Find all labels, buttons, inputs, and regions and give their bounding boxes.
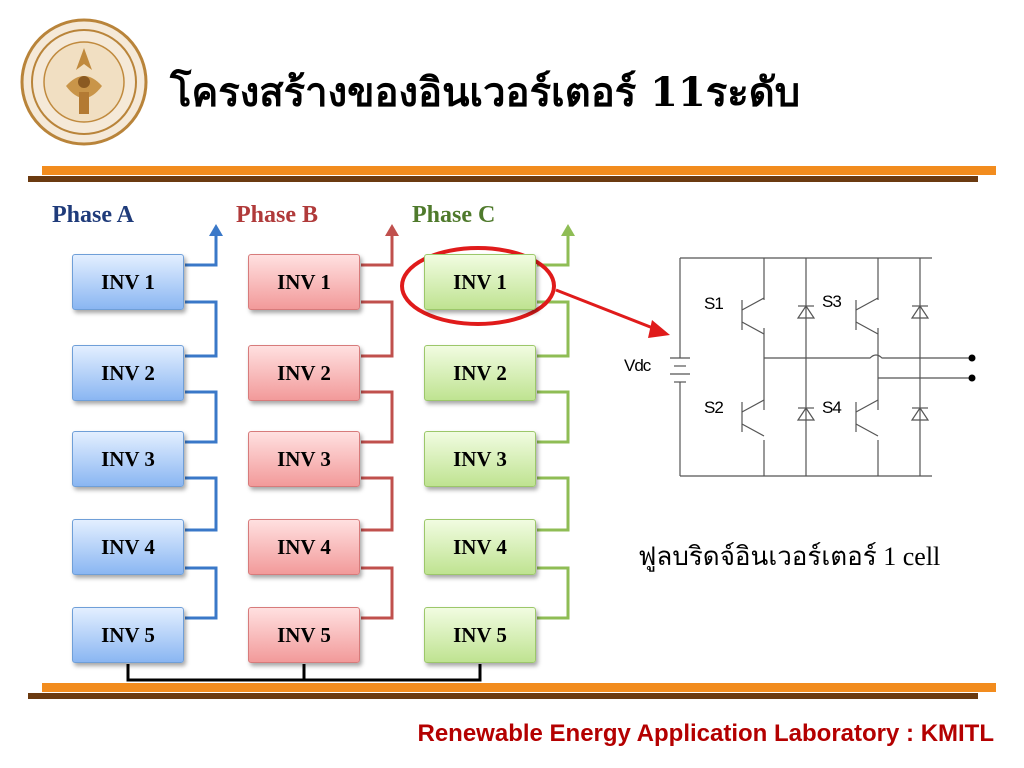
phase-b-inv-1: INV 1 <box>248 254 360 310</box>
phase-c-inv-1: INV 1 <box>424 254 536 310</box>
phase-c-wires <box>537 234 570 620</box>
phase-b-inv-4: INV 4 <box>248 519 360 575</box>
phase-a-inv-5: INV 5 <box>72 607 184 663</box>
phase-a-wires <box>185 234 218 620</box>
header-divider-orange <box>42 166 996 175</box>
highlight-arrow-head <box>648 320 670 338</box>
footer-lab-name: Renewable Energy Application Laboratory … <box>417 720 994 747</box>
phase-b-output-arrow <box>385 224 399 236</box>
phase-c-inv-5: INV 5 <box>424 607 536 663</box>
phase-b-label: Phase B <box>236 202 319 228</box>
phase-a-label: Phase A <box>52 202 135 228</box>
switch-label-s3: S3 <box>822 292 842 311</box>
switch-label-s4: S4 <box>822 398 842 417</box>
dc-source-label: Vdc <box>624 356 651 375</box>
switch-label-s2: S2 <box>704 398 724 417</box>
footer-divider-orange <box>42 683 996 692</box>
page-title: โครงสร้างของอินเวอร์เตอร์ 11ระดับ <box>170 69 801 116</box>
phase-b-inv-5: INV 5 <box>248 607 360 663</box>
phase-c-inv-2: INV 2 <box>424 345 536 401</box>
phase-b-wires <box>361 234 394 620</box>
phase-b-inv-3: INV 3 <box>248 431 360 487</box>
phase-a-inv-1: INV 1 <box>72 254 184 310</box>
phase-b-inv-2: INV 2 <box>248 345 360 401</box>
full-bridge-circuit <box>670 257 972 477</box>
phase-c-inv-4: INV 4 <box>424 519 536 575</box>
neutral-connection <box>126 664 482 682</box>
phase-a-output-arrow <box>209 224 223 236</box>
footer-divider-brown <box>28 693 978 699</box>
phase-a-inv-4: INV 4 <box>72 519 184 575</box>
phase-a-inv-2: INV 2 <box>72 345 184 401</box>
phase-a-inv-3: INV 3 <box>72 431 184 487</box>
phase-c-label: Phase C <box>412 202 496 228</box>
highlight-ellipse <box>400 246 556 326</box>
switch-label-s1: S1 <box>704 294 724 313</box>
output-terminal-bottom <box>968 374 976 382</box>
output-terminal-top <box>968 354 976 362</box>
circuit-caption: ฟูลบริดจ์อินเวอร์เตอร์ 1 cell <box>638 542 941 571</box>
highlight-arrow-line <box>555 288 659 332</box>
phase-c-output-arrow <box>561 224 575 236</box>
header-divider-brown <box>28 176 978 182</box>
phase-c-inv-3: INV 3 <box>424 431 536 487</box>
